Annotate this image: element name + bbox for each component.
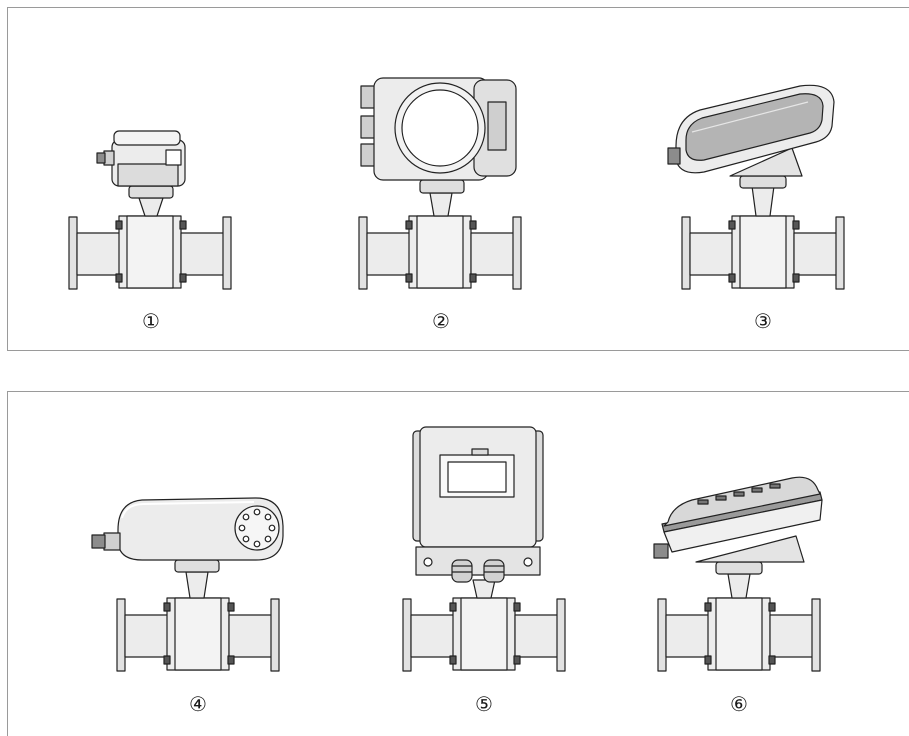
device-2-flowmeter xyxy=(358,77,522,290)
device-4-housing xyxy=(91,497,284,561)
device-6-flow-tube xyxy=(657,597,821,672)
device-6-cooling-ribs xyxy=(697,483,781,505)
device-5-housing xyxy=(412,426,544,583)
device-1-housing xyxy=(96,130,186,187)
device-4-neck-flange xyxy=(174,559,220,573)
bottom-panel-frame xyxy=(7,391,909,736)
device-1-flowmeter xyxy=(68,130,232,290)
device-2-cable-gland-bottom xyxy=(360,143,376,167)
device-2-flow-tube xyxy=(358,215,522,290)
device-5-flowmeter xyxy=(402,426,566,672)
device-6-housing xyxy=(653,476,823,563)
device-2-cable-gland-middle xyxy=(360,115,376,139)
device-5-cable-gland-right xyxy=(483,559,505,583)
device-2-neck-flange xyxy=(419,179,465,194)
device-4-keypad-dots xyxy=(238,508,276,548)
device-3-neck-flange xyxy=(739,175,787,189)
device-6-neck xyxy=(727,573,751,599)
device-4-flowmeter xyxy=(91,497,284,672)
device-1-neck-flange xyxy=(128,185,174,199)
device-5-flow-tube xyxy=(402,597,566,672)
top-panel-frame xyxy=(7,7,909,351)
label-variant-4: ④ xyxy=(189,692,207,716)
label-variant-6: ⑥ xyxy=(730,692,748,716)
device-5-neck xyxy=(472,579,496,599)
device-2-cable-gland-top xyxy=(360,85,376,109)
label-variant-2: ② xyxy=(432,309,450,333)
device-4-flow-tube xyxy=(116,597,280,672)
device-4-neck xyxy=(185,571,209,599)
device-1-flow-tube xyxy=(68,215,232,290)
device-2-neck xyxy=(429,192,453,217)
device-6-neck-flange xyxy=(715,561,763,575)
device-3-flow-tube xyxy=(681,215,845,290)
label-variant-1: ① xyxy=(142,309,160,333)
label-variant-3: ③ xyxy=(754,309,772,333)
device-2-housing xyxy=(360,77,517,181)
device-3-housing xyxy=(667,84,835,177)
device-5-cable-gland-left xyxy=(451,559,473,583)
device-1-neck xyxy=(138,197,164,217)
device-6-flowmeter xyxy=(653,476,823,672)
device-3-flowmeter xyxy=(667,84,845,290)
device-3-neck xyxy=(751,185,775,217)
label-variant-5: ⑤ xyxy=(475,692,493,716)
